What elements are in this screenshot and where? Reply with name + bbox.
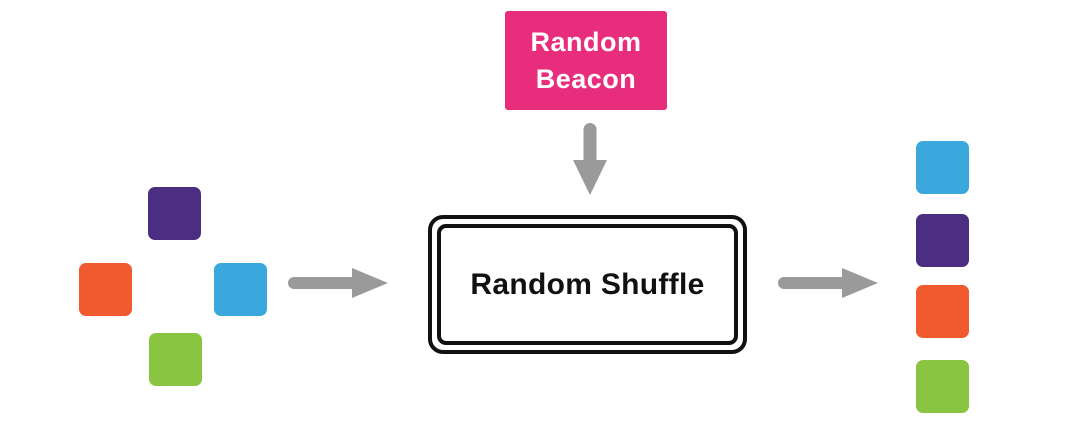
input-blue-square — [214, 263, 267, 316]
random-beacon-label-line1: Random — [530, 26, 642, 57]
random-shuffle-box: Random Shuffle — [428, 215, 747, 354]
output-purple-square — [916, 214, 969, 267]
random-shuffle-box-inner: Random Shuffle — [437, 224, 738, 345]
input-orange-square — [79, 263, 132, 316]
right-arrow-icon-output — [778, 268, 878, 298]
output-orange-square — [916, 285, 969, 338]
input-green-square — [149, 333, 202, 386]
random-beacon-label-line2: Beacon — [535, 63, 637, 94]
random-shuffle-label: Random Shuffle — [470, 267, 705, 301]
right-arrow-icon-input — [288, 268, 388, 298]
output-blue-square — [916, 141, 969, 194]
random-beacon-box: Random Beacon — [505, 11, 667, 110]
input-purple-square — [148, 187, 201, 240]
down-arrow-icon — [573, 123, 607, 195]
output-green-square — [916, 360, 969, 413]
